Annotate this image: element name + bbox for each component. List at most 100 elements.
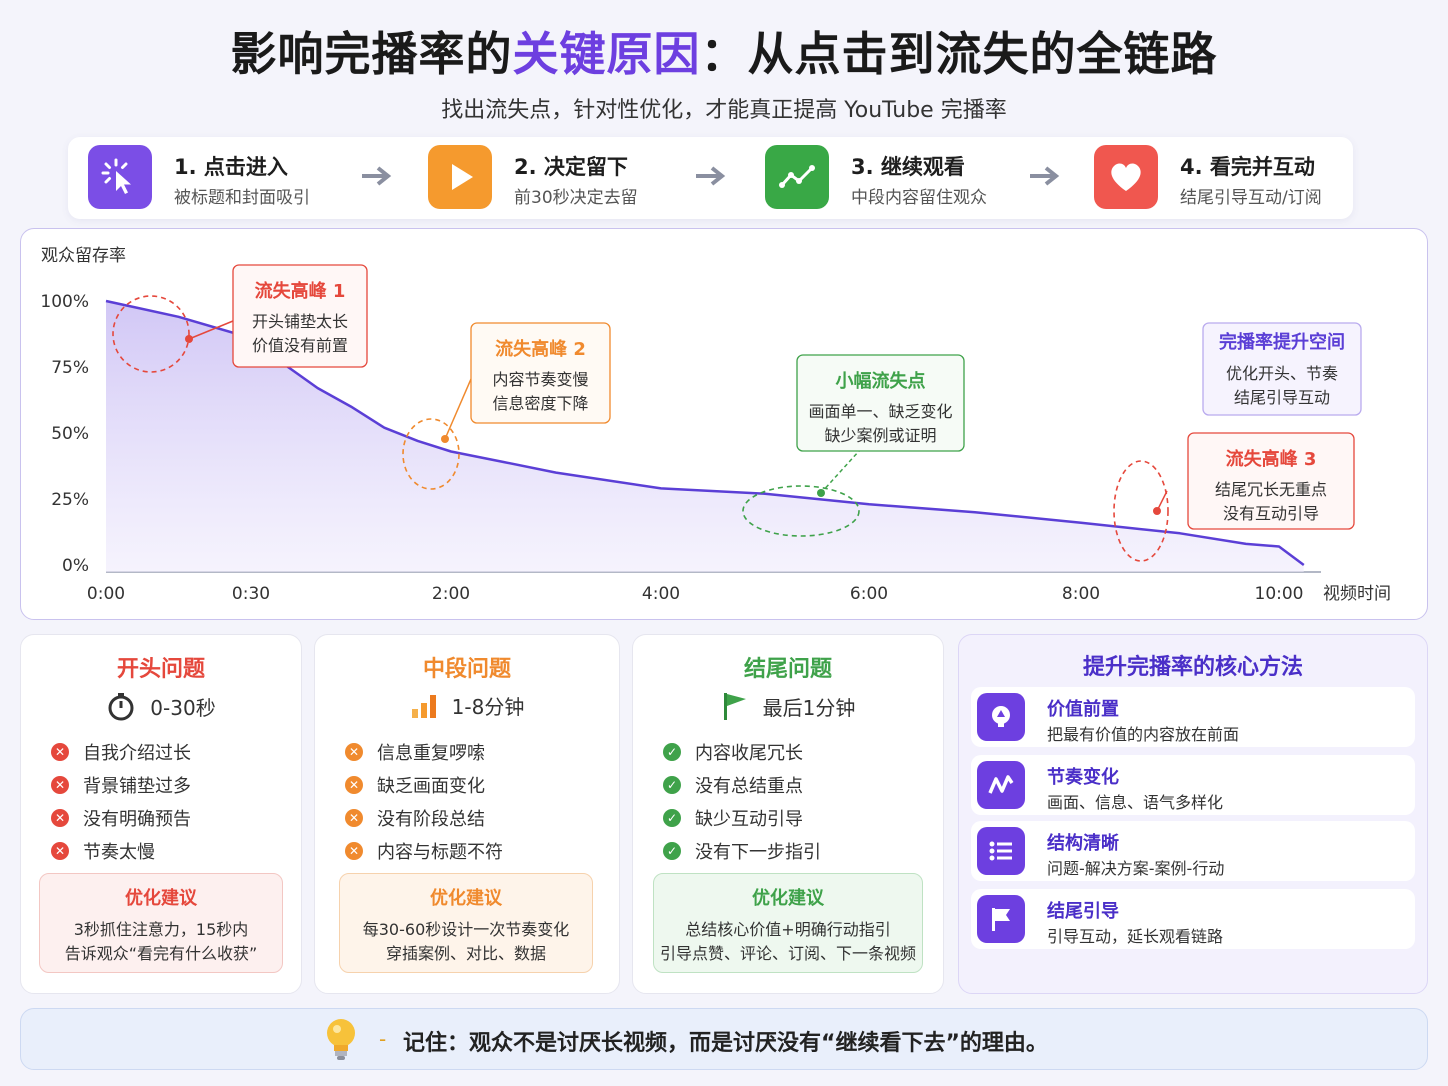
callout-line: 画面单一、缺乏变化 xyxy=(808,402,952,421)
callout-box xyxy=(1202,322,1362,416)
list-item: ✕内容与标题不符 xyxy=(345,834,503,867)
method-item: 结尾引导 引导互动，延长观看链路 xyxy=(971,889,1415,949)
method-item: 价值前置 把最有价值的内容放在前面 xyxy=(971,687,1415,747)
item-text: 没有总结重点 xyxy=(695,775,803,797)
range-text: 0-30秒 xyxy=(150,695,216,720)
list-icon xyxy=(977,827,1025,875)
x-circle-icon: ✕ xyxy=(51,742,69,761)
method-item: 节奏变化 画面、信息、语气多样化 xyxy=(971,755,1415,815)
leader-line xyxy=(820,450,860,494)
reminder-banner: - 记住：观众不是讨厌长视频，而是讨厌没有“继续看下去”的理由。 xyxy=(20,1008,1428,1070)
callout-line: 优化开头、节奏 xyxy=(1226,364,1338,383)
advice-line: 每30-60秒设计一次节奏变化 xyxy=(362,920,570,939)
list-item: ✕没有阶段总结 xyxy=(345,801,503,834)
card-title: 开头问题 xyxy=(116,657,205,682)
trend-line-icon xyxy=(765,145,829,209)
item-text: 内容与标题不符 xyxy=(377,841,503,863)
bar-chart-icon xyxy=(411,694,436,718)
flag-icon xyxy=(977,895,1025,943)
list-item: ✓ 内容收尾冗长 xyxy=(663,735,821,768)
list-item: ✕ 缺乏画面变化 xyxy=(345,768,503,801)
advice-line: 引导点赞、评论、订阅、下一条视频 xyxy=(659,944,916,963)
x-circle-icon: ✕ xyxy=(51,775,69,794)
x-circle-icon: ✕ xyxy=(51,841,69,860)
arrow-right-icon xyxy=(1030,166,1060,186)
y-tick-label: 25% xyxy=(51,490,89,510)
marker-dot xyxy=(185,335,193,343)
item-text: 内容收尾冗长 xyxy=(695,742,803,764)
y-axis-label: 观众留存率 xyxy=(41,246,126,266)
marker-dot xyxy=(1153,507,1161,515)
play-icon xyxy=(428,145,492,209)
card-range: 最后1分钟 xyxy=(633,691,943,721)
title-highlight: 关键原因 xyxy=(512,27,701,81)
check-circle-icon: ✓ xyxy=(663,841,681,860)
method-text: 问题-解决方案-案例-行动 xyxy=(1047,859,1225,878)
method-text: 画面、信息、语气多样化 xyxy=(1047,793,1224,812)
callout-box xyxy=(232,264,368,368)
lightbulb-icon xyxy=(327,1019,355,1060)
method-title: 结构清晰 xyxy=(1047,833,1119,854)
x-circle-icon: ✕ xyxy=(345,775,363,794)
callout-title: 流失高峰 1 xyxy=(255,280,346,302)
y-tick-label: 75% xyxy=(51,358,89,378)
card-ending: 结尾问题 最后1分钟 ✓ 内容收尾冗长 ✓ 没有总结重点 ✓ 缺少互动引导 ✓ 没有下一… xyxy=(632,634,944,994)
advice-box: 优化建议 每30-60秒设计一次节奏变化 穿插案例、对比、数据 xyxy=(339,873,593,973)
x-tick-label: 0:30 xyxy=(232,584,270,604)
method-title: 节奏变化 xyxy=(1047,767,1119,788)
cursor-click-icon xyxy=(88,145,152,209)
range-text: 最后1分钟 xyxy=(762,695,856,720)
check-circle-icon: ✓ xyxy=(663,808,681,827)
advice-title: 优化建议 xyxy=(430,888,502,909)
leader-line xyxy=(188,320,234,340)
y-tick-label: 0% xyxy=(62,556,89,576)
callout-title: 完播率提升空间 xyxy=(1219,331,1345,353)
card-range: 0-30秒 xyxy=(21,691,301,721)
advice-text: 3秒抓住注意力，15秒内 告诉观众“看完有什么收获” xyxy=(40,918,282,966)
callout-line: 结尾冗长无重点 xyxy=(1215,480,1327,499)
item-text: 没有明确预告 xyxy=(83,808,191,830)
stopwatch-icon xyxy=(108,693,134,721)
step-subtitle: 被标题和封面吸引 xyxy=(174,188,310,208)
item-text: 缺少互动引导 xyxy=(695,808,803,830)
x-circle-icon: ✕ xyxy=(345,808,363,827)
issue-list: ✕信息重复啰嗦 ✕缺乏画面变化 ✕没有阶段总结 ✕内容与标题不符 xyxy=(345,735,503,867)
advice-box: 优化建议 总结核心价值+明确行动指引 引导点赞、评论、订阅、下一条视频 xyxy=(653,873,923,973)
advice-text: 总结核心价值+明确行动指引 引导点赞、评论、订阅、下一条视频 xyxy=(654,918,922,966)
highlight-ellipse xyxy=(112,295,190,373)
y-tick-label: 50% xyxy=(51,424,89,444)
item-text: 节奏太慢 xyxy=(83,841,155,863)
list-item: ✕信息重复啰嗦 xyxy=(345,735,503,768)
method-item: 结构清晰 问题-解决方案-案例-行动 xyxy=(971,821,1415,881)
method-title: 结尾引导 xyxy=(1047,901,1119,922)
callout-title: 流失高峰 2 xyxy=(495,338,586,360)
x-circle-icon: ✕ xyxy=(51,808,69,827)
advice-text: 每30-60秒设计一次节奏变化 穿插案例、对比、数据 xyxy=(340,918,592,966)
step-title: 2. 决定留下 xyxy=(514,155,628,179)
card-title: 结尾问题 xyxy=(743,657,832,682)
card-range: 1-8分钟 xyxy=(315,691,619,720)
callout-line: 缺少案例或证明 xyxy=(824,426,936,445)
item-text: 没有下一步指引 xyxy=(695,841,821,863)
check-circle-icon: ✓ xyxy=(663,742,681,761)
callout-box xyxy=(796,354,965,452)
callout-line: 内容节奏变慢 xyxy=(492,370,588,389)
marker-dot xyxy=(817,489,825,497)
callout-line: 没有互动引导 xyxy=(1223,504,1319,523)
decorative-dash: - xyxy=(379,1027,387,1051)
advice-line: 总结核心价值+明确行动指引 xyxy=(685,920,891,939)
item-text: 缺乏画面变化 xyxy=(377,775,485,797)
x-tick-label: 4:00 xyxy=(642,584,680,604)
card-opening: 开头问题 0-30秒 ✕自我介绍过长 ✕背景铺垫过多 ✕没有明确预告 ✕节奏太慢… xyxy=(20,634,302,994)
marker-dot xyxy=(441,435,449,443)
page-subtitle: 找出流失点，针对性优化，才能真正提高 YouTube 完播率 xyxy=(441,98,1007,123)
list-item: ✕自我介绍过长 xyxy=(51,735,191,768)
retention-area xyxy=(106,301,1304,572)
retention-line xyxy=(105,299,1305,567)
funnel-steps-bar: 1. 点击进入 被标题和封面吸引 2. 决定留下 前30秒决定去留 3. 继续观… xyxy=(68,137,1353,219)
advice-box: 优化建议 3秒抓住注意力，15秒内 告诉观众“看完有什么收获” xyxy=(39,873,283,973)
callout-box xyxy=(1187,432,1355,530)
list-item: ✓ 缺少互动引导 xyxy=(663,801,821,834)
